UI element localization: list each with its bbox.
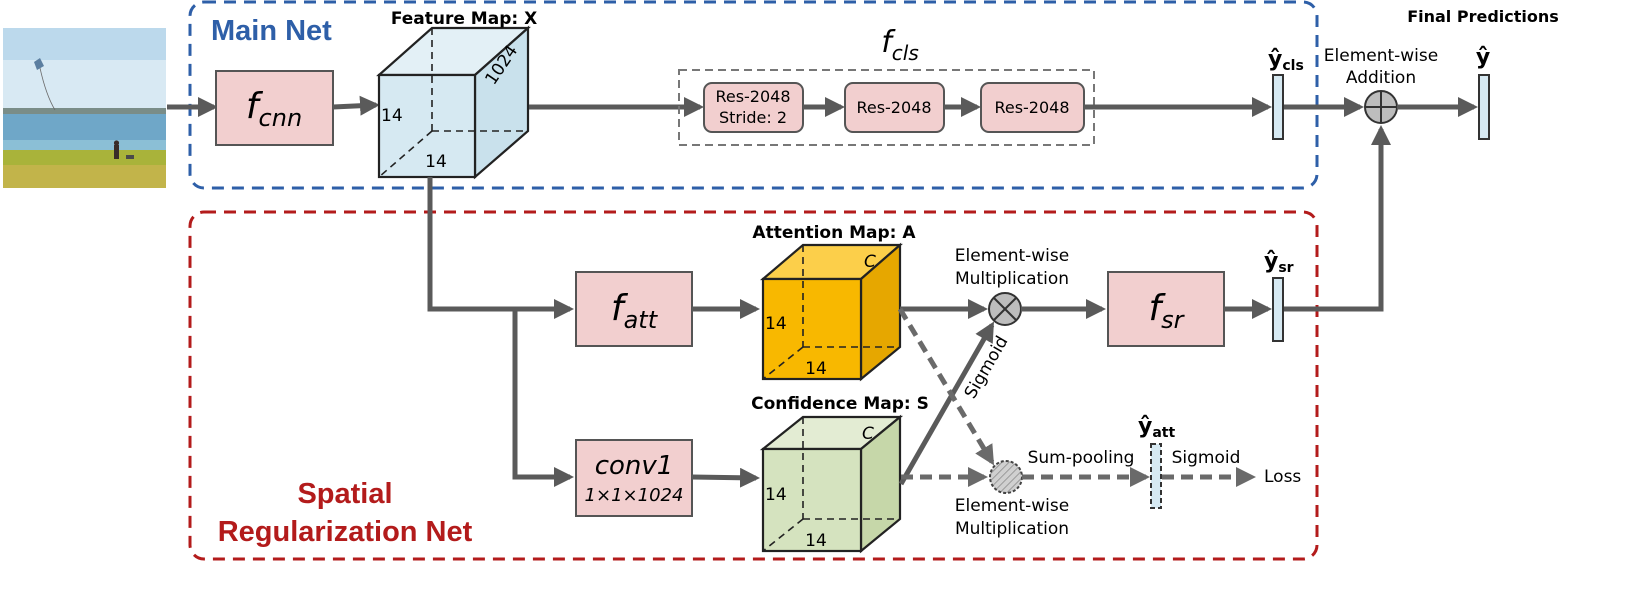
arrow-feature-to-fatt	[427, 177, 574, 319]
element-wise-multiplication-node	[988, 292, 1022, 326]
arrow-conv1-to-confidence	[691, 467, 760, 488]
element-wise-multiplication-node-2	[989, 460, 1023, 494]
confidence-dim-c: C	[862, 424, 874, 444]
mult-top-line2: Multiplication	[955, 269, 1069, 289]
y-cls-label: ŷcls	[1268, 47, 1304, 74]
res-block-1: Res-2048 Stride: 2	[703, 82, 804, 133]
y-cls-vector	[1272, 74, 1284, 140]
addition-label-line2: Addition	[1346, 68, 1416, 88]
f-cls-label: fcls	[881, 25, 919, 65]
feature-dim-width: 14	[425, 152, 447, 172]
confidence-dim-height: 14	[765, 485, 787, 505]
addition-label-line1: Element-wise	[1324, 46, 1438, 66]
main-net-region	[188, 0, 1319, 190]
y-sr-vector	[1272, 277, 1284, 342]
svg-text:fcnn: fcnn	[246, 86, 302, 132]
input-image	[3, 28, 166, 188]
arrow-ysr-to-add	[1284, 125, 1391, 312]
y-att-label: ŷatt	[1138, 414, 1175, 441]
attention-dim-width: 14	[805, 359, 827, 379]
res-block-2-line1: Res-2048	[856, 98, 931, 117]
srn-region	[188, 210, 1319, 561]
conv1-block: conv1 1×1×1024	[575, 439, 693, 517]
res-block-1-line1: Res-2048	[715, 87, 790, 106]
res-block-1-line2: Stride: 2	[719, 108, 787, 127]
y-sr-label: ŷsr	[1264, 249, 1294, 276]
f-sr-sub: sr	[1161, 306, 1186, 334]
confidence-map-cube	[759, 414, 904, 554]
f-att-sub: att	[624, 306, 659, 334]
sigmoid-right-label: Sigmoid	[1172, 448, 1241, 468]
confidence-dim-width: 14	[805, 531, 827, 551]
y-final-label: ŷ	[1476, 45, 1490, 70]
feature-map-title: Feature Map: X	[391, 9, 537, 29]
f-att-block: fatt	[575, 271, 693, 347]
y-final-vector	[1478, 74, 1490, 140]
arrow-attention-to-mult2	[897, 307, 995, 466]
final-predictions-label: Final Predictions	[1407, 7, 1559, 26]
sum-pooling-label: Sum-pooling	[1028, 448, 1135, 468]
loss-label: Loss	[1264, 467, 1301, 487]
res-block-3: Res-2048	[980, 82, 1085, 133]
conv1-line1: conv1	[595, 451, 674, 481]
f-cnn-block: fcnn	[215, 70, 334, 146]
main-net-title: Main Net	[211, 15, 332, 47]
feature-dim-height: 14	[381, 106, 403, 126]
srn-title-line2: Regularization Net	[218, 516, 473, 548]
mult-bottom-line2: Multiplication	[955, 519, 1069, 539]
res-block-3-line1: Res-2048	[994, 98, 1069, 117]
y-att-vector	[1150, 443, 1162, 509]
attention-dim-c: C	[864, 252, 876, 272]
f-cls-group	[678, 69, 1095, 146]
attention-dim-height: 14	[765, 314, 787, 334]
attention-map-cube	[760, 242, 903, 382]
srn-title-line1: Spatial	[297, 478, 392, 510]
f-sr-block: fsr	[1107, 271, 1225, 347]
mult-bottom-line1: Element-wise	[955, 496, 1069, 516]
conv1-line2: 1×1×1024	[585, 485, 684, 506]
arrow-feature-to-conv1	[512, 309, 574, 487]
f-cnn-sub: cnn	[259, 104, 303, 132]
mult-top-line1: Element-wise	[955, 246, 1069, 266]
arrow-fcnn-to-feature	[332, 95, 380, 116]
confidence-map-title: Confidence Map: S	[751, 394, 929, 414]
arrow-confidence-to-mult-sigmoid	[898, 321, 995, 486]
attention-map-title: Attention Map: A	[752, 223, 916, 243]
feature-map-cube	[376, 25, 531, 180]
element-wise-addition-node	[1364, 90, 1398, 124]
res-block-2: Res-2048	[844, 82, 945, 133]
